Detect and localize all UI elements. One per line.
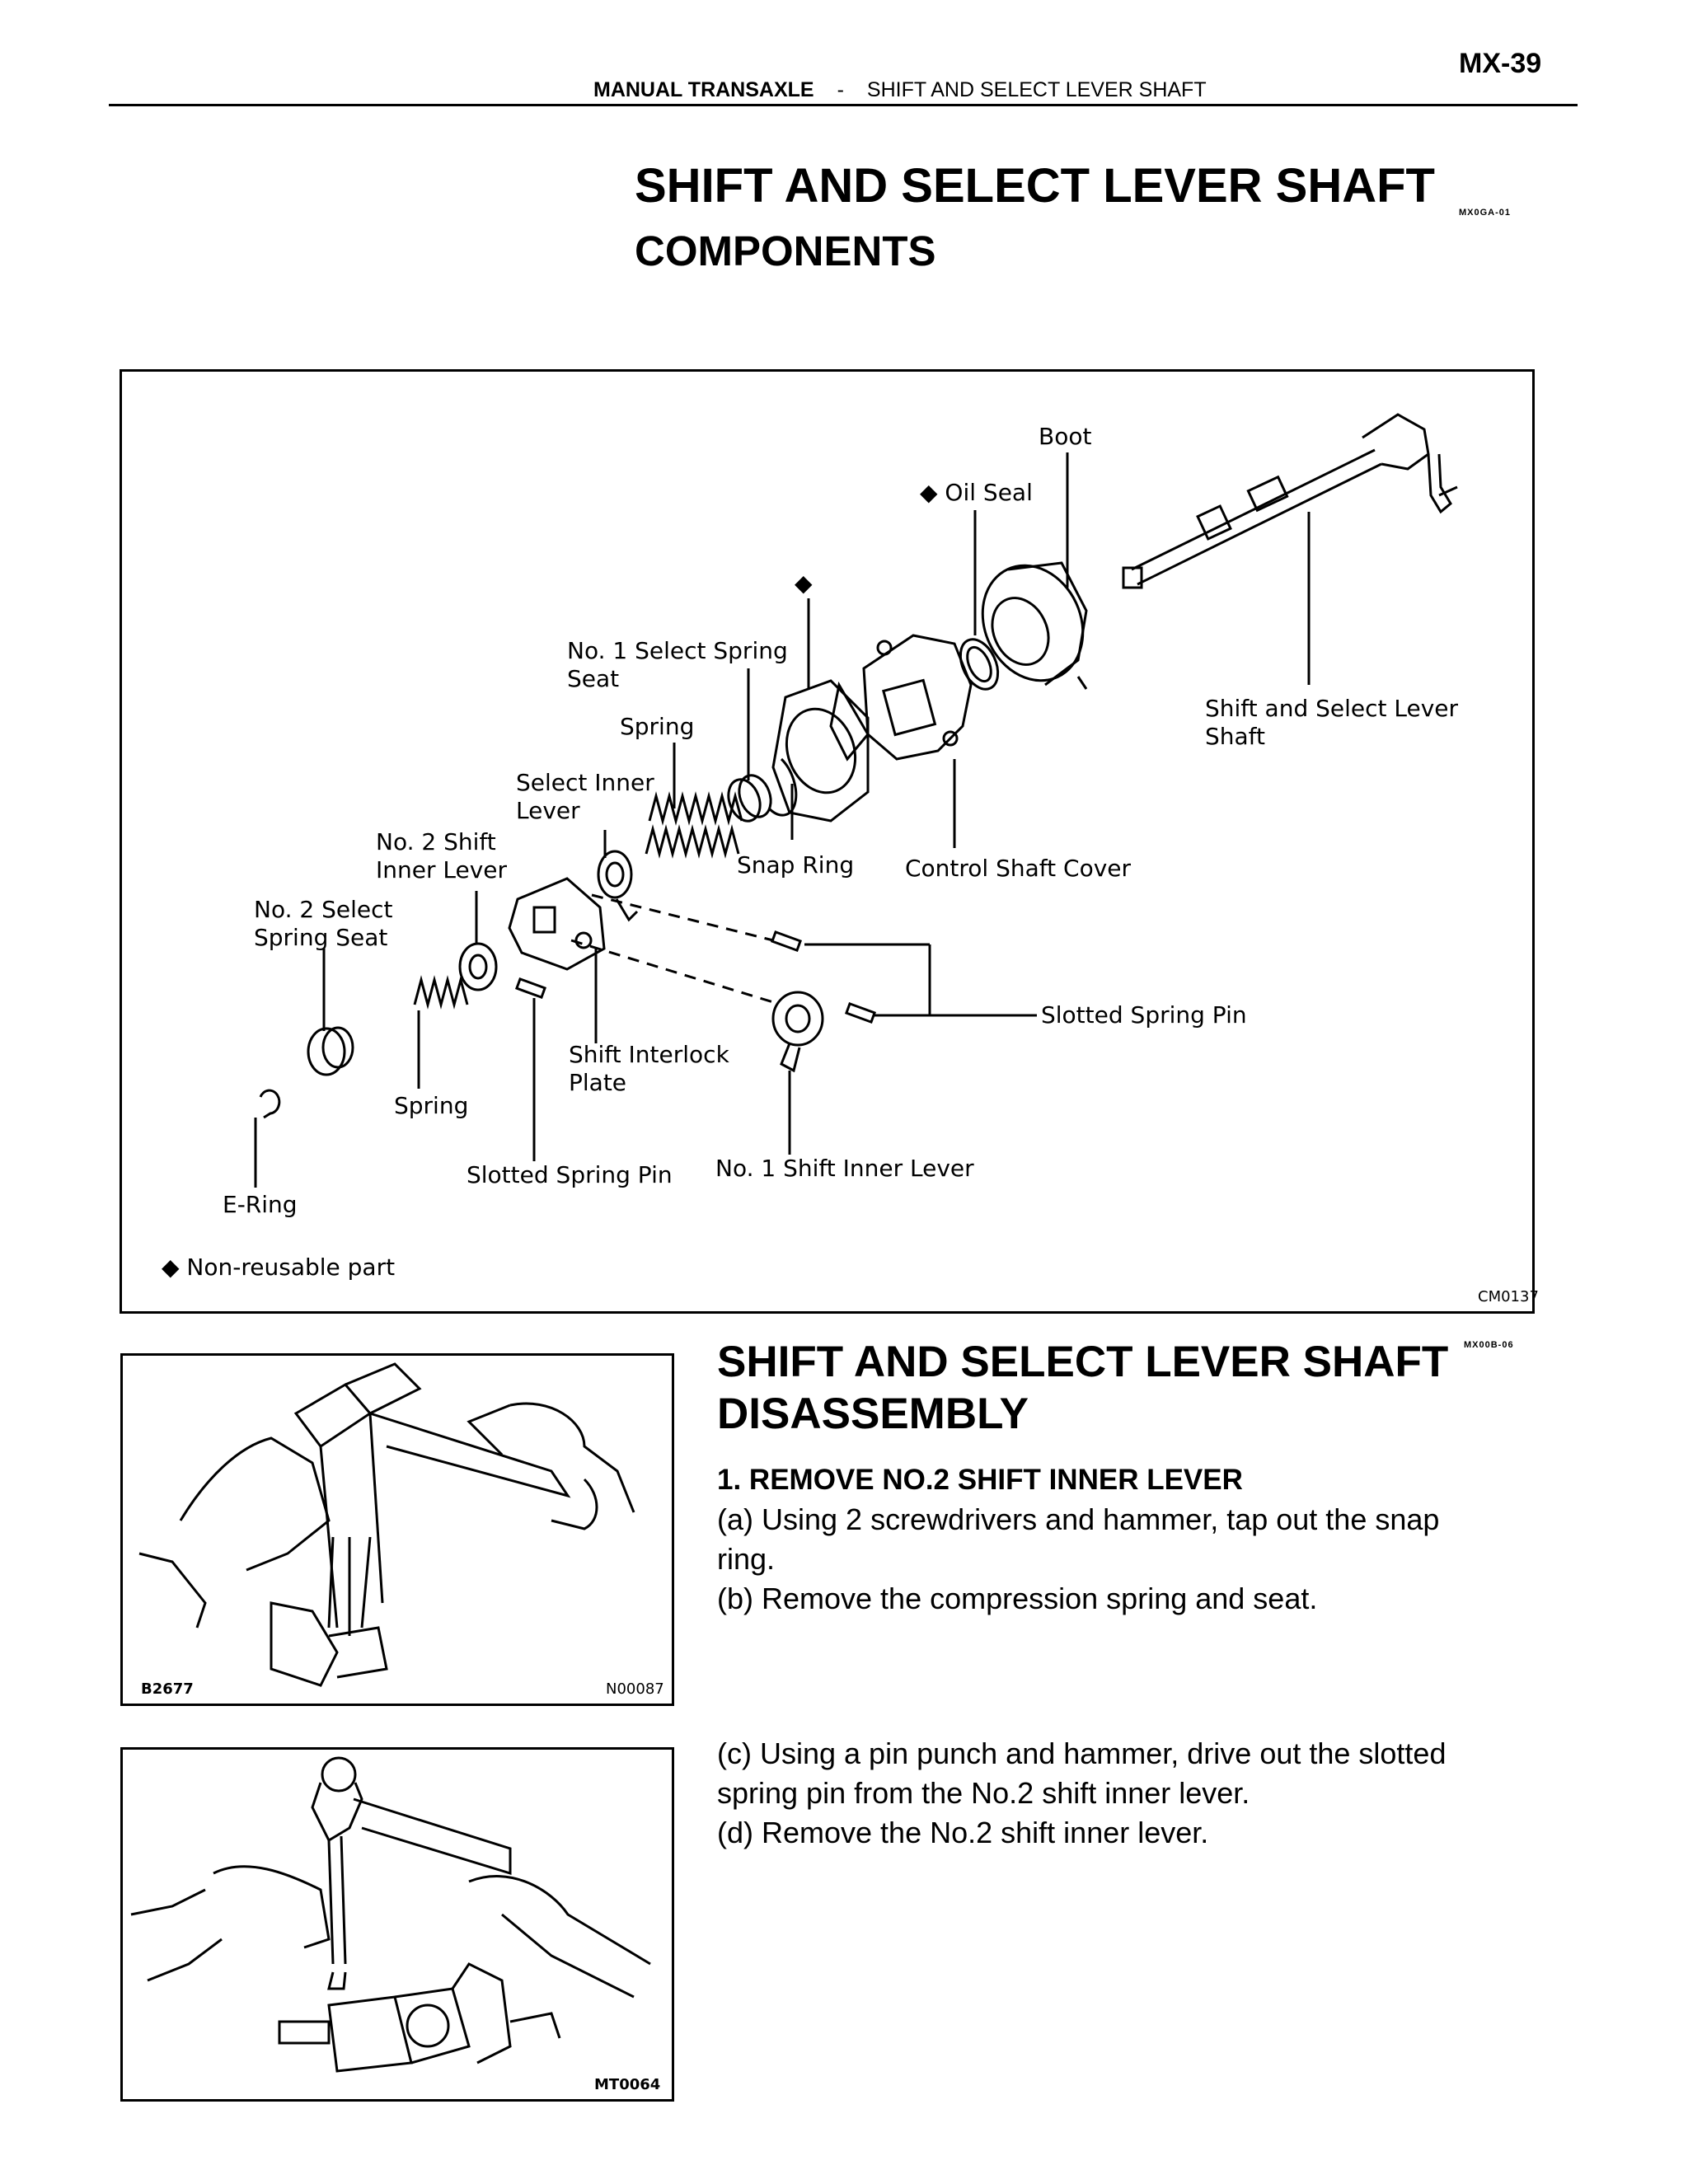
figure1-right-code: N00087 [606,1680,664,1698]
page-number: MX-39 [1459,48,1542,79]
label-no2-shift-inner-lever-line1: No. 2 Shift [376,828,496,855]
disassembly-title-line2: DISASSEMBLY [717,1390,1029,1438]
figure1-left-code: B2677 [141,1680,194,1698]
label-no1-select-spring-seat-line2: Seat [567,665,620,692]
step1-c: (c) Using a pin punch and hammer, drive … [717,1736,1447,1810]
components-diagram: Boot ◆ Oil Seal ◆ No. 1 Select Spring Se… [120,369,1539,1314]
step1-d: (d) Remove the No.2 shift inner lever. [717,1816,1209,1849]
label-select-inner-lever-line1: Select Inner [516,769,654,796]
label-spring-upper: Spring [620,713,695,740]
disassembly-code: MX00B-06 [1464,1340,1514,1350]
label-no1-select-spring-seat-line1: No. 1 Select Spring [567,637,788,664]
select-inner-lever-part [597,850,639,922]
shift-interlock-plate-part [508,877,606,971]
components-code: MX0GA-01 [1459,208,1512,218]
hammer-screwdrivers-drawing [138,1362,635,1687]
slotted-spring-pin-right-part [844,1001,877,1024]
boot-part [981,561,1088,690]
label-spring-lower: Spring [394,1092,469,1119]
figure-snap-ring-removal: B2677 N00087 [120,1353,674,1706]
label-no2-select-spring-seat-line1: No. 2 Select [254,896,393,923]
legend-nonreusable: ◆ Non-reusable part [162,1254,396,1281]
e-ring-part [259,1089,281,1119]
no1-shift-inner-lever-part [771,991,824,1073]
header-rule [109,104,1578,106]
header-section: MANUAL TRANSAXLE [593,78,814,101]
label-slotted-spring-pin-bottom: Slotted Spring Pin [467,1161,673,1188]
label-snap-ring: Snap Ring [737,851,855,879]
step1-title: 1. REMOVE NO.2 SHIFT INNER LEVER [717,1464,1243,1496]
lower-spring-part [413,975,469,1010]
label-nonreusable-mark: ◆ [795,569,813,597]
figure2-code: MT0064 [594,2076,661,2093]
label-shift-interlock-plate-line1: Shift Interlock [569,1041,729,1068]
label-boot: Boot [1039,423,1092,450]
figure-code: CM0137 [1478,1288,1539,1305]
label-no1-shift-inner-lever: No. 1 Shift Inner Lever [715,1155,974,1182]
label-select-inner-lever-line2: Lever [516,797,580,824]
running-header: MANUAL TRANSAXLE-SHIFT AND SELECT LEVER … [593,78,1207,102]
label-shift-interlock-plate-line2: Plate [569,1069,627,1096]
components-subtitle: COMPONENTS [635,227,936,274]
header-title: SHIFT AND SELECT LEVER SHAFT [866,78,1207,101]
label-control-shaft-cover: Control Shaft Cover [905,855,1132,882]
no2-shift-inner-lever-part [458,942,498,991]
step1-a: (a) Using 2 screwdrivers and hammer, tap… [717,1502,1440,1576]
label-no2-select-spring-seat-line2: Spring Seat [254,924,388,951]
slotted-spring-pin-upper-part [770,930,803,953]
gasket-part [771,679,870,823]
upper-spring-part [645,791,743,859]
header-separator: - [837,78,844,101]
components-title: SHIFT AND SELECT LEVER SHAFT [635,159,1435,213]
no2-select-spring-seat-part [307,1026,354,1076]
slotted-spring-pin-bottom-part [514,977,547,1000]
pin-punch-drawing [130,1756,651,2073]
step1-b: (b) Remove the compression spring and se… [717,1582,1318,1615]
snap-ring-part [767,757,798,817]
label-shift-select-lever-shaft-line1: Shift and Select Lever [1205,695,1459,722]
label-e-ring: E-Ring [223,1191,298,1218]
label-shift-select-lever-shaft-line2: Shaft [1205,723,1266,750]
label-slotted-spring-pin-right: Slotted Spring Pin [1041,1001,1247,1029]
lever-shaft-part [1122,413,1458,589]
label-oil-seal: ◆ Oil Seal [920,479,1033,506]
disassembly-title-line1: SHIFT AND SELECT LEVER SHAFT [717,1338,1449,1386]
exploded-view-drawing [254,413,1458,1188]
label-no2-shift-inner-lever-line2: Inner Lever [376,856,508,883]
figure-pin-punch: MT0064 [120,1747,674,2102]
